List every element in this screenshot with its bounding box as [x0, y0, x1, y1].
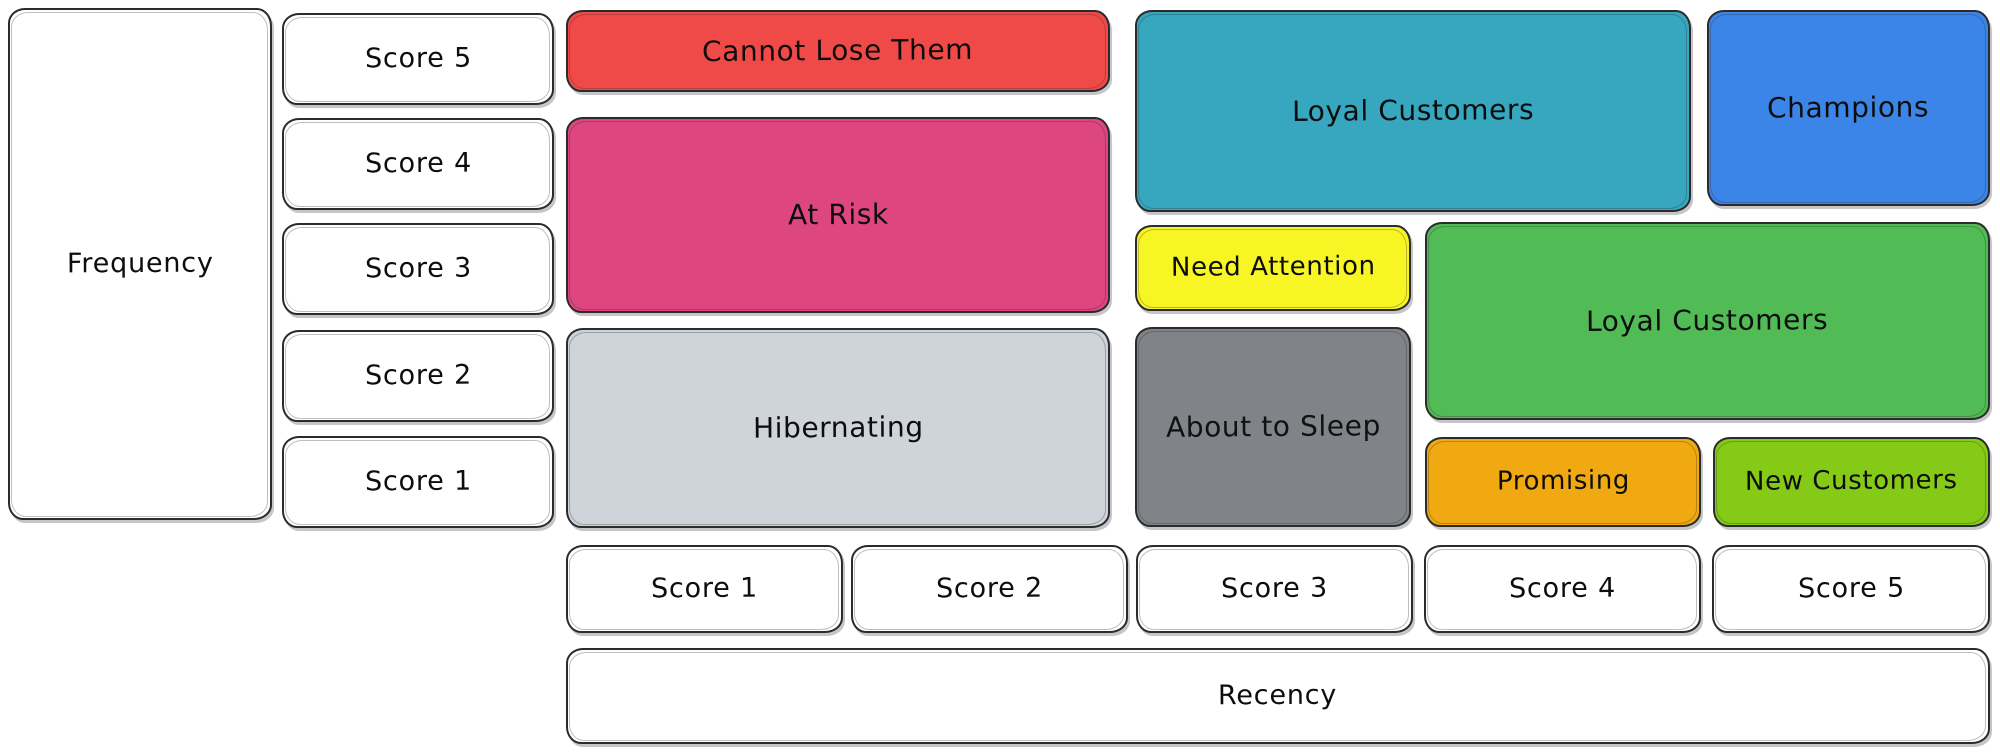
- frequency-score-3[interactable]: Score 3: [282, 223, 554, 315]
- segment-hibernating[interactable]: Hibernating: [566, 328, 1110, 528]
- segment-hibernating-label: Hibernating: [752, 410, 924, 445]
- recency-score-4-label: Score 4: [1508, 573, 1617, 605]
- segment-loyal-customers-teal[interactable]: Loyal Customers: [1135, 10, 1691, 212]
- segment-cannot-lose-them-label: Cannot Lose Them: [702, 32, 974, 68]
- recency-score-3-label: Score 3: [1220, 573, 1329, 605]
- segment-champions[interactable]: Champions: [1707, 10, 1990, 206]
- segment-loyal-customers-teal-label: Loyal Customers: [1291, 92, 1535, 128]
- segment-promising-label: Promising: [1496, 465, 1630, 497]
- axis-label-frequency: Frequency: [8, 8, 272, 520]
- segment-need-attention[interactable]: Need Attention: [1135, 225, 1411, 311]
- frequency-score-4-label: Score 4: [364, 148, 472, 180]
- segment-at-risk[interactable]: At Risk: [566, 117, 1110, 313]
- frequency-score-5[interactable]: Score 5: [282, 13, 554, 105]
- segment-at-risk-label: At Risk: [787, 197, 889, 232]
- frequency-score-3-label: Score 3: [364, 253, 472, 285]
- segment-loyal-customers-green-label: Loyal Customers: [1586, 302, 1829, 338]
- recency-score-4[interactable]: Score 4: [1424, 545, 1701, 633]
- recency-score-2-label: Score 2: [935, 573, 1044, 605]
- segment-new-customers[interactable]: New Customers: [1713, 437, 1990, 527]
- frequency-score-2[interactable]: Score 2: [282, 330, 554, 422]
- segment-promising[interactable]: Promising: [1425, 437, 1701, 527]
- segment-about-to-sleep-label: About to Sleep: [1165, 409, 1381, 444]
- segment-loyal-customers-green[interactable]: Loyal Customers: [1425, 222, 1990, 420]
- recency-score-3[interactable]: Score 3: [1136, 545, 1413, 633]
- frequency-score-5-label: Score 5: [364, 43, 472, 75]
- recency-score-5-label: Score 5: [1797, 573, 1905, 605]
- segment-champions-label: Champions: [1767, 90, 1930, 125]
- frequency-score-1[interactable]: Score 1: [282, 436, 554, 528]
- recency-score-2[interactable]: Score 2: [851, 545, 1128, 633]
- recency-score-1-label: Score 1: [650, 573, 759, 605]
- segment-new-customers-label: New Customers: [1745, 465, 1958, 497]
- segment-need-attention-label: Need Attention: [1170, 251, 1376, 283]
- axis-label-recency-text: Recency: [1218, 680, 1338, 712]
- frequency-score-4[interactable]: Score 4: [282, 118, 554, 210]
- axis-label-frequency-text: Frequency: [66, 248, 214, 280]
- segment-about-to-sleep[interactable]: About to Sleep: [1135, 327, 1411, 527]
- recency-score-1[interactable]: Score 1: [566, 545, 843, 633]
- segment-cannot-lose-them[interactable]: Cannot Lose Them: [566, 10, 1110, 92]
- recency-score-5[interactable]: Score 5: [1712, 545, 1990, 633]
- axis-label-recency: Recency: [566, 648, 1990, 744]
- frequency-score-1-label: Score 1: [364, 466, 472, 498]
- frequency-score-2-label: Score 2: [364, 360, 472, 392]
